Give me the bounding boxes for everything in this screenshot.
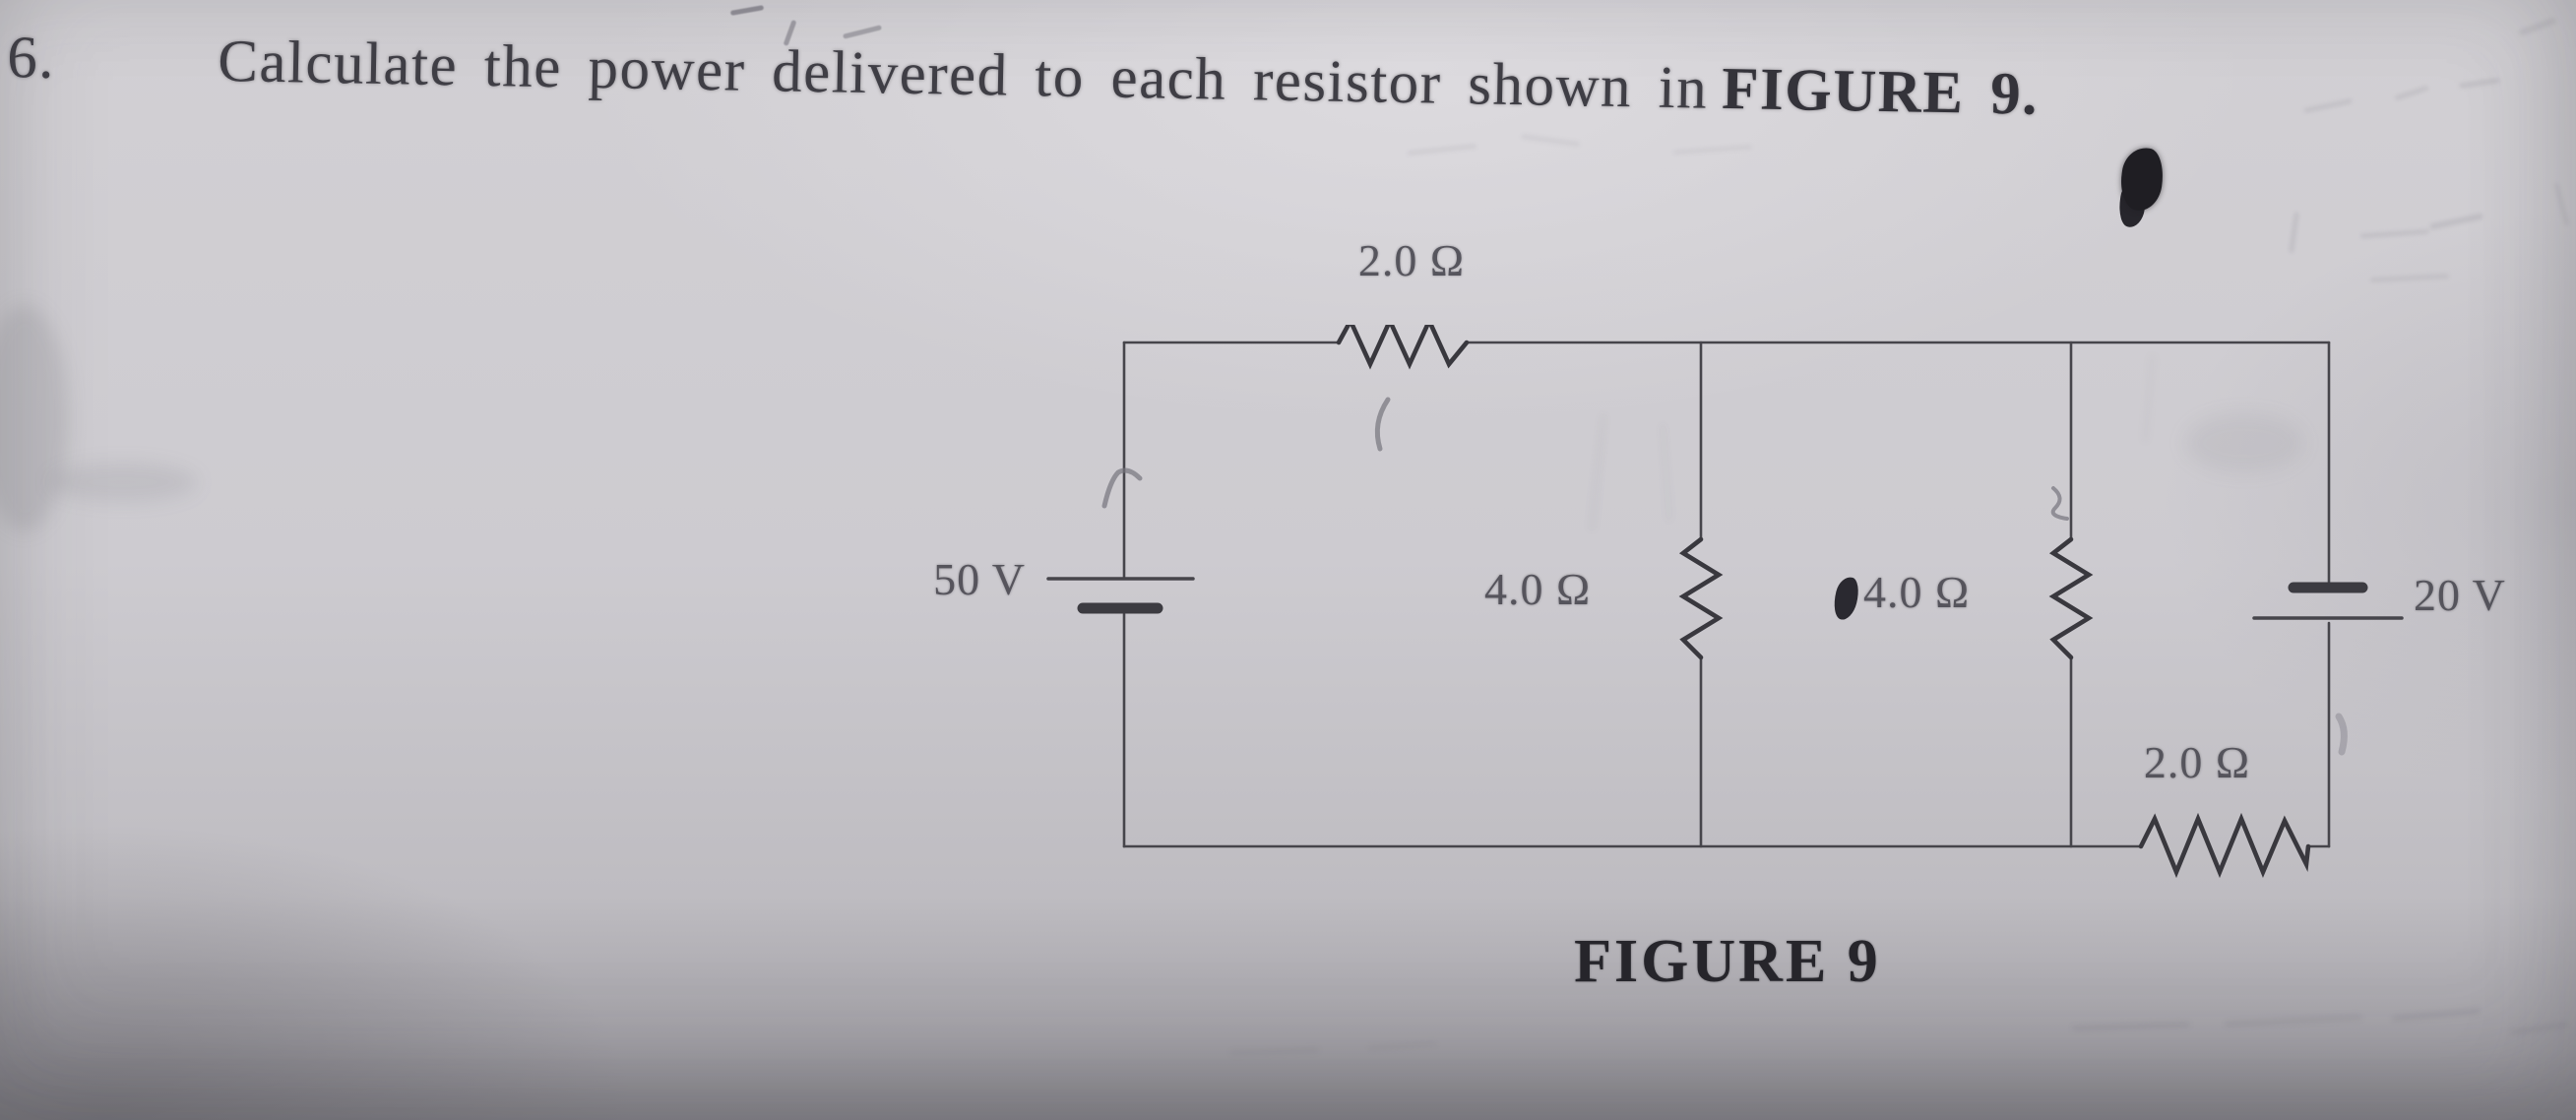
pen-tick-mark [2335,713,2348,756]
paper-smudge [49,463,197,502]
bleed-mark [1367,1040,1438,1051]
figure-reference: FIGURE 9. [1721,55,2040,128]
middle-left-resistor-label: 4.0 Ω [1484,564,1592,614]
bleed-mark [2518,17,2557,36]
bleed-mark [2428,213,2484,230]
middle-right-resistor-label: 4.0 Ω [1863,567,1971,617]
bottom-resistor-label: 2.0 Ω [2143,737,2251,787]
middle-right-resistor-icon [2048,536,2094,660]
right-battery-label: 20 V [2414,570,2506,620]
problem-statement: Calculate the power delivered to each re… [217,28,1709,122]
figure-caption: FIGURE 9 [1574,928,1881,995]
pen-smudge [729,5,765,16]
bleed-mark [2289,211,2299,254]
pen-arrow-mark [1101,467,1143,509]
pen-marks [1101,397,2348,756]
top-resistor-label: 2.0 Ω [1357,235,1466,285]
left-battery-label: 50 V [933,554,1026,604]
paper-smudge [2185,413,2303,472]
bleed-mark [2391,1008,2482,1022]
bleed-mark [2369,273,2450,283]
problem-number: 6. [6,24,56,92]
pen-smudge [842,25,883,39]
bleed-mark [2553,182,2570,226]
paper-smudge [0,305,69,531]
pen-squiggle-mark [2050,486,2069,521]
left-battery-icon [1046,577,1195,614]
bleed-mark [2071,1021,2191,1032]
circuit-diagram [1046,325,2404,879]
problem-statement-row: 6. Calculate the power delivered to each… [6,24,2527,168]
problem-text: Calculate the power delivered to each re… [218,28,2040,130]
bleed-mark [2359,228,2430,239]
bottom-resistor-icon [2138,812,2311,879]
right-battery-icon [2252,582,2404,620]
bleed-mark [2224,1014,2363,1027]
bleed-mark [1229,1047,1320,1056]
bleed-mark [2509,1021,2570,1036]
top-resistor-icon [1336,325,1470,370]
middle-left-resistor-icon [1678,536,1724,660]
pen-paren-mark [1374,397,1391,452]
